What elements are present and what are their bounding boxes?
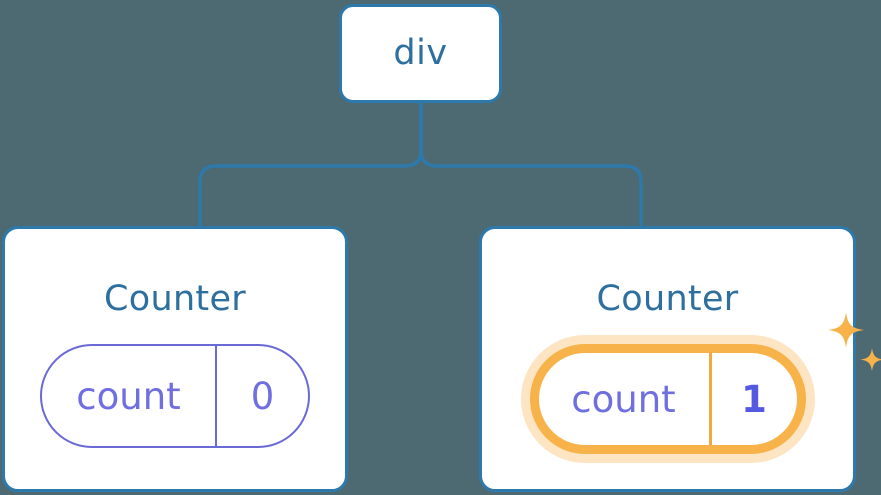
state-pill-count-1-highlighted[interactable]: count 1 bbox=[529, 344, 806, 454]
counter-right-title: Counter bbox=[596, 279, 739, 319]
counter-right-state-wrap: count 1 bbox=[529, 312, 881, 454]
state-value-label: 0 bbox=[215, 346, 308, 446]
counter-left-state-wrap: count 0 bbox=[40, 344, 310, 448]
root-label: div bbox=[393, 33, 448, 73]
edge-root-to-right-counter bbox=[419, 100, 643, 230]
sparkle-group bbox=[827, 312, 881, 372]
state-value-label: 1 bbox=[708, 353, 797, 445]
sparkle-small-icon bbox=[859, 348, 881, 372]
state-pill-count-0[interactable]: count 0 bbox=[40, 344, 310, 448]
node-counter-right[interactable]: Counter count 1 bbox=[479, 226, 881, 492]
state-key-label: count bbox=[76, 374, 181, 418]
counter-left-title: Counter bbox=[104, 279, 246, 319]
state-key-label: count bbox=[571, 377, 676, 421]
node-counter-left[interactable]: Counter count 0 bbox=[2, 226, 348, 492]
edge-root-to-left-counter bbox=[198, 100, 423, 230]
node-root-div[interactable]: div bbox=[339, 4, 502, 103]
sparkle-large-icon bbox=[827, 312, 864, 348]
